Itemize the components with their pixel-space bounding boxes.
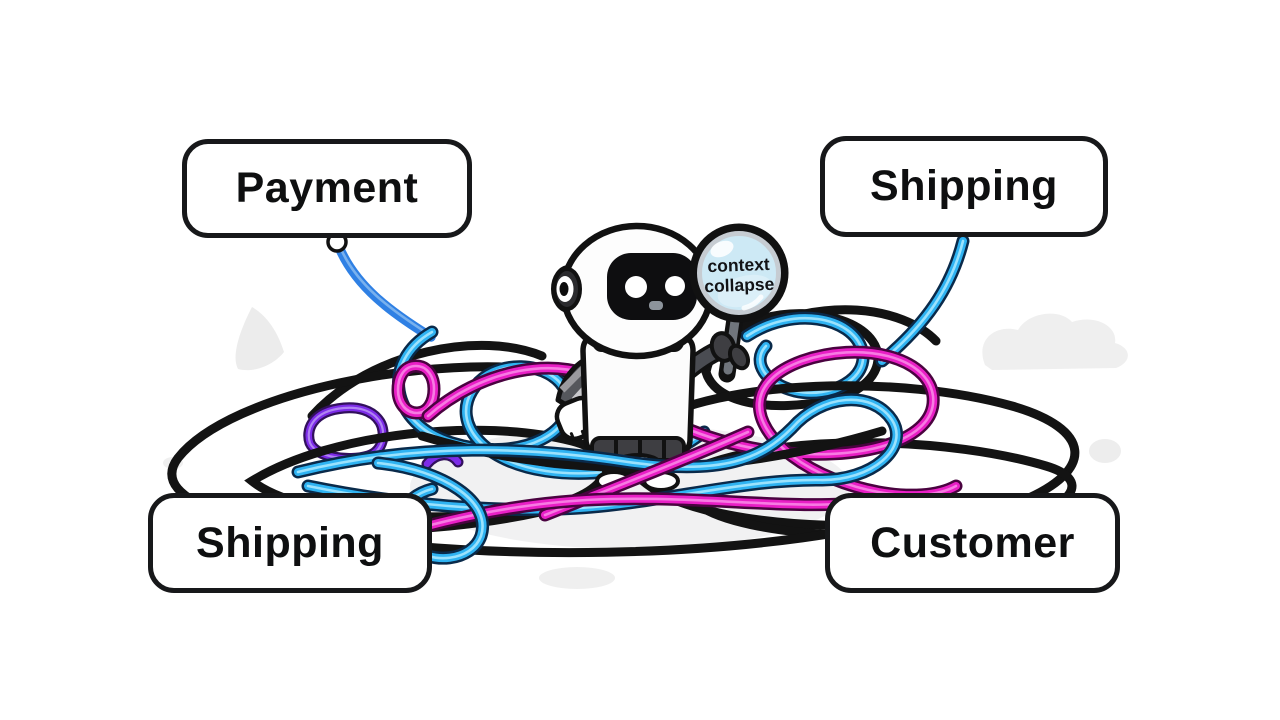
label-shipping-bottom-text: Shipping [196, 518, 384, 567]
label-shipping-top-text: Shipping [870, 162, 1058, 210]
shipping-connector-wire [882, 241, 963, 361]
label-shipping-bottom: Shipping [148, 493, 432, 593]
background-blobs [163, 307, 1128, 589]
robot-head [551, 222, 715, 360]
label-payment: Payment [182, 139, 472, 238]
label-customer: Customer [825, 493, 1120, 593]
lens-text-line2: collapse [704, 274, 775, 296]
robot-mouth [649, 301, 663, 310]
robot-eye-right [665, 276, 685, 296]
robot-face-screen [607, 253, 697, 320]
payment-connector-wire [334, 242, 436, 342]
robot-eye-left [625, 276, 647, 298]
robot-right-hand [709, 331, 751, 371]
label-customer-text: Customer [870, 518, 1075, 567]
magnifying-glass: context collapse [689, 223, 789, 383]
label-shipping-top: Shipping [820, 136, 1108, 237]
label-payment-text: Payment [235, 164, 419, 212]
lens-text-line1: context [707, 254, 770, 276]
